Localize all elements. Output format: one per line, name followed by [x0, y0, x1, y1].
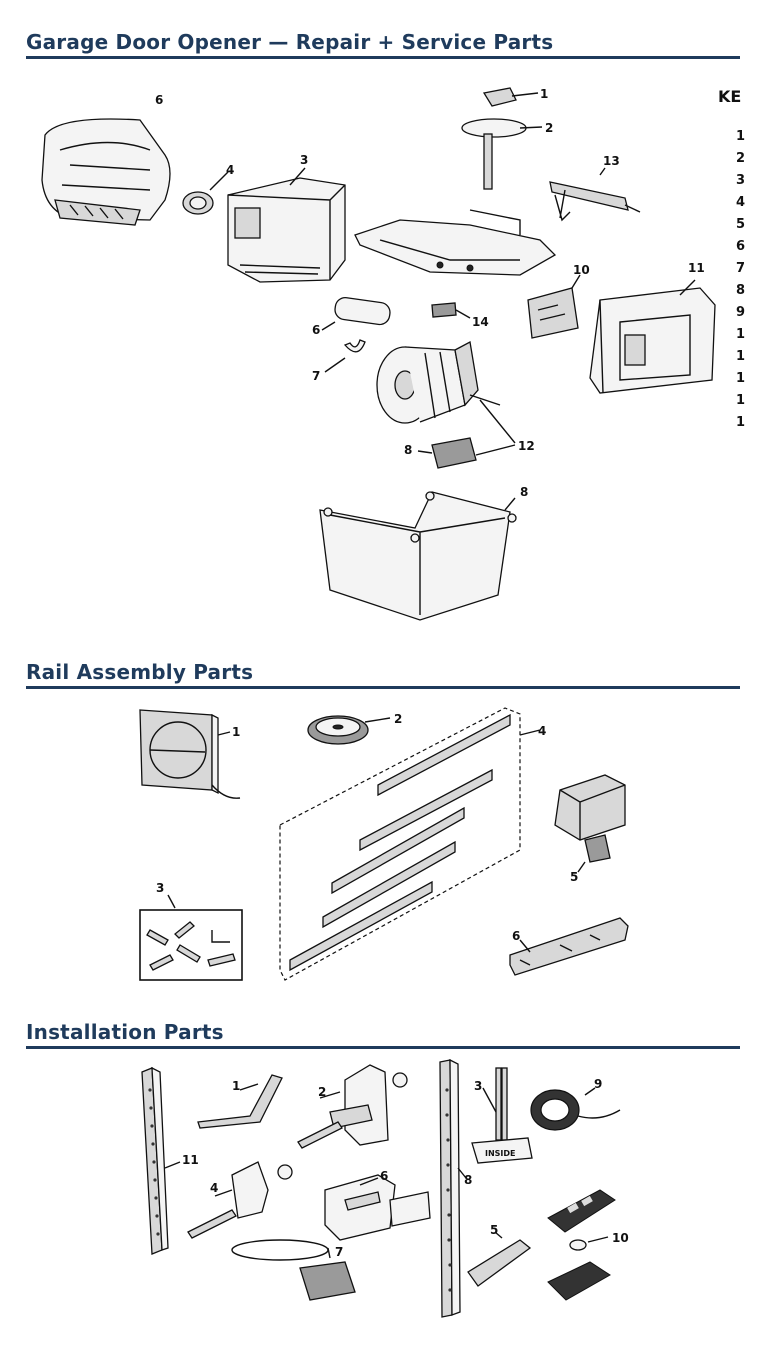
- key-numbers: 1 2 3 4 5 6 7 8 9 1 1 1 1 1: [736, 129, 745, 430]
- opener-parts-diagram: 1 2 3 4 6 6 7 8 8 10 11 12 13 14 KE 1 2 …: [41, 87, 745, 621]
- callout-5: 5: [490, 1223, 498, 1237]
- callout-3: 3: [156, 881, 164, 895]
- part-gear: [182, 171, 229, 215]
- callout-4: 4: [538, 724, 546, 738]
- part-warning-sign: INSIDE: [471, 1067, 533, 1164]
- part-door-bracket-plate: [324, 1174, 431, 1241]
- section-title-opener: Garage Door Opener — Repair + Service Pa…: [26, 30, 554, 54]
- section-divider: [26, 56, 740, 59]
- callout-6-capacitor: 6: [312, 323, 320, 337]
- svg-text:9: 9: [736, 305, 745, 320]
- callout-1: 1: [232, 725, 240, 739]
- part-perforated-angle-right: [439, 1058, 467, 1318]
- part-release-handle: [467, 1231, 532, 1287]
- part-capacitor: [321, 296, 391, 331]
- part-safety-sensor: [231, 1239, 356, 1301]
- callout-4: 4: [226, 163, 234, 177]
- callout-7: 7: [312, 369, 320, 383]
- part-wire-coil: [530, 1087, 621, 1131]
- part-perforated-angle-left: [141, 1066, 181, 1255]
- part-capacitor-bracket: [324, 339, 366, 373]
- section-divider: [26, 1046, 740, 1049]
- part-drive-sprocket: [461, 87, 543, 190]
- callout-1: 1: [540, 87, 548, 101]
- part-limit-switch: [431, 302, 471, 319]
- part-straight-door-arm: [197, 1074, 283, 1129]
- svg-text:3: 3: [736, 173, 745, 188]
- callout-6-cover: 6: [155, 93, 163, 107]
- callout-6: 6: [512, 929, 520, 943]
- callout-10: 10: [573, 263, 590, 277]
- svg-text:1: 1: [736, 393, 745, 408]
- svg-text:1: 1: [736, 129, 745, 144]
- callout-2: 2: [545, 121, 553, 135]
- callout-5: 5: [570, 870, 578, 884]
- svg-text:7: 7: [736, 261, 745, 276]
- callout-8-module: 8: [404, 443, 412, 457]
- callout-2: 2: [318, 1085, 326, 1099]
- callout-11: 11: [182, 1153, 199, 1167]
- callout-3: 3: [300, 153, 308, 167]
- callout-8-cover: 8: [520, 485, 528, 499]
- svg-text:1: 1: [736, 349, 745, 364]
- part-pulley: [307, 715, 391, 745]
- callout-12: 12: [518, 439, 535, 453]
- callout-14: 14: [472, 315, 489, 329]
- svg-text:4: 4: [736, 195, 745, 210]
- section-title-installation: Installation Parts: [26, 1020, 224, 1044]
- part-door-bracket: [509, 917, 629, 976]
- callout-1: 1: [232, 1079, 240, 1093]
- part-motor: [376, 341, 516, 444]
- part-header-bracket: [139, 709, 241, 799]
- callout-13: 13: [603, 154, 620, 168]
- svg-text:1: 1: [736, 371, 745, 386]
- callout-7: 7: [335, 1245, 343, 1259]
- callout-2: 2: [394, 712, 402, 726]
- svg-text:1: 1: [736, 415, 745, 430]
- part-power-cord: [549, 167, 641, 222]
- part-light-cover: [319, 491, 517, 621]
- part-chassis: [354, 209, 557, 276]
- part-logic-board: [527, 274, 581, 339]
- svg-text:6: 6: [736, 239, 745, 254]
- part-hardware-bag: [139, 894, 243, 981]
- callout-4: 4: [210, 1181, 218, 1195]
- section-divider: [26, 686, 740, 689]
- part-rail-sections: [279, 707, 541, 981]
- key-label: KE: [718, 87, 741, 106]
- part-door-bracket-install: [187, 1161, 293, 1239]
- callout-8: 8: [464, 1173, 472, 1187]
- callout-9: 9: [594, 1077, 602, 1091]
- svg-text:2: 2: [736, 151, 745, 166]
- callout-3: 3: [474, 1079, 482, 1093]
- section-title-rail: Rail Assembly Parts: [26, 660, 254, 684]
- part-housing: [227, 167, 346, 283]
- part-end-panel: [589, 279, 716, 394]
- svg-text:5: 5: [736, 217, 745, 232]
- callout-11: 11: [688, 261, 705, 275]
- callout-10: 10: [612, 1231, 629, 1245]
- callout-6: 6: [380, 1169, 388, 1183]
- part-remote-control: [547, 1189, 616, 1301]
- part-header-bracket-install: [297, 1064, 408, 1149]
- rail-parts-diagram: 1 2 3 4 5 6: [139, 707, 629, 981]
- part-travel-module: [417, 437, 516, 469]
- svg-text:1: 1: [736, 327, 745, 342]
- part-cover-top: [41, 118, 171, 226]
- part-trolley: [554, 774, 626, 873]
- installation-parts-diagram: INSIDE 1 2 3 4 5 6 7 8 9 10 11: [141, 1058, 629, 1318]
- sign-text: INSIDE: [485, 1149, 516, 1158]
- svg-text:8: 8: [736, 283, 745, 298]
